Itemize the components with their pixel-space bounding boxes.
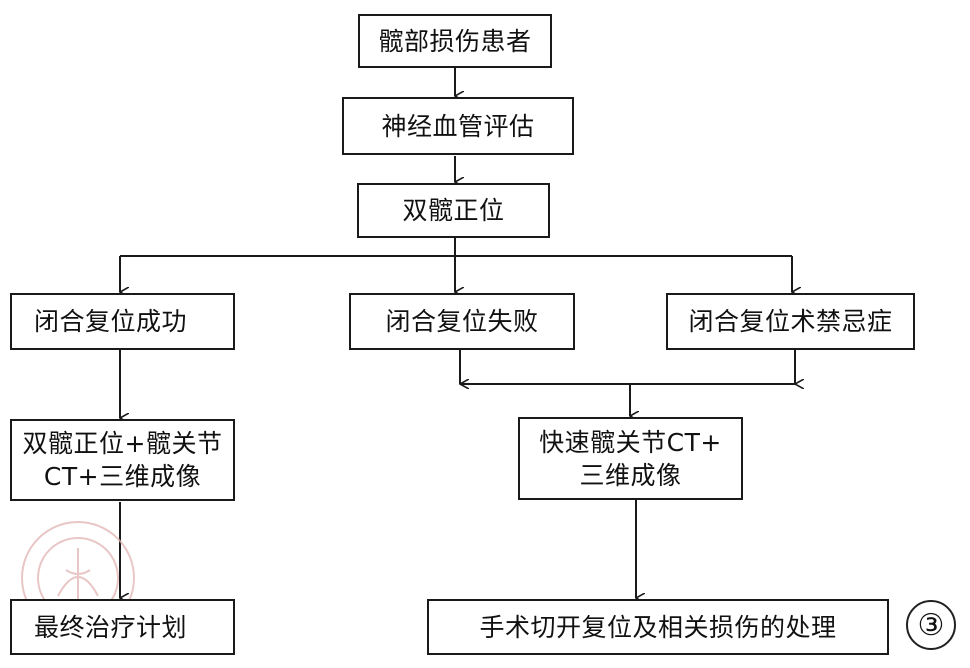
- node-rapid-ct-3d: 快速髋关节CT+ 三维成像: [518, 417, 743, 500]
- node-final-treatment-plan: 最终治疗计划: [10, 599, 235, 655]
- node-rapid-ct-3d-line2: 三维成像: [579, 460, 682, 490]
- node-xray-and-ct-3d: 双髋正位+髋关节 CT+三维成像: [10, 419, 235, 501]
- node-hip-injury-patient: 髋部损伤患者: [358, 14, 552, 68]
- node-xray-and-ct-3d-line2: CT+三维成像: [43, 462, 202, 491]
- node-closed-reduction-contraindication: 闭合复位术禁忌症: [666, 293, 915, 350]
- node-closed-reduction-failure: 闭合复位失败: [349, 293, 575, 350]
- node-double-hip-ap-xray: 双髋正位: [357, 183, 550, 238]
- node-rapid-ct-3d-line1: 快速髋关节CT+: [539, 427, 722, 457]
- node-open-reduction-surgery: 手术切开复位及相关损伤的处理: [427, 599, 889, 655]
- node-neurovascular-assessment: 神经血管评估: [342, 97, 574, 155]
- figure-number-marker: ③: [906, 600, 956, 650]
- node-xray-and-ct-3d-line1: 双髋正位+髋关节: [22, 429, 223, 458]
- node-closed-reduction-success: 闭合复位成功: [10, 293, 235, 350]
